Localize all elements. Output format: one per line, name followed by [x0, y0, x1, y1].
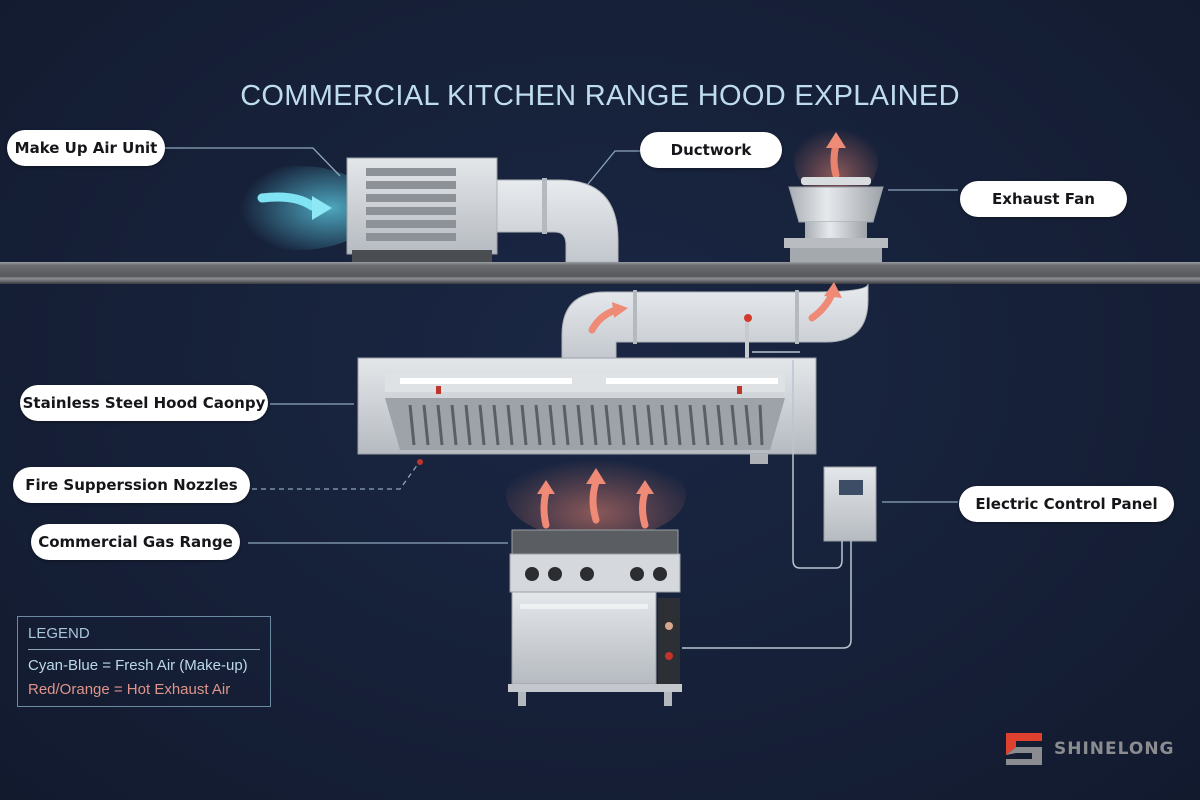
label-exhaust-fan: Exhaust Fan: [960, 181, 1127, 217]
legend-title: LEGEND: [28, 625, 90, 642]
control-panel-graphic: [682, 351, 877, 649]
label-fire-suppression: Fire Supperssion Nozzles: [13, 467, 250, 503]
gas-range-graphic: [508, 529, 682, 706]
brand-name: SHINELONG: [1054, 739, 1175, 759]
label-gas-range: Commercial Gas Range: [31, 524, 240, 560]
roof-line: [0, 262, 1200, 284]
hot-exhaust-flow: [506, 450, 686, 540]
brand-logo: SHINELONG: [1006, 733, 1175, 765]
upper-ductwork-graphic: [496, 178, 619, 263]
legend-item-hot-exhaust: Red/Orange = Hot Exhaust Air: [28, 681, 231, 698]
legend-divider: [28, 649, 260, 650]
hood-canopy-graphic: [357, 357, 817, 465]
make-up-air-unit-graphic: [346, 157, 498, 262]
fresh-air-flow: [225, 166, 375, 250]
label-control-panel: Electric Control Panel: [959, 486, 1174, 522]
leader-lines: [165, 147, 958, 544]
lower-ductwork-graphic: [561, 282, 869, 361]
label-make-up-air-unit: Make Up Air Unit: [7, 130, 165, 166]
label-ductwork: Ductwork: [640, 132, 782, 168]
page-title: COMMERCIAL KITCHEN RANGE HOOD EXPLAINED: [240, 80, 960, 112]
legend-item-fresh-air: Cyan-Blue = Fresh Air (Make-up): [28, 657, 248, 674]
shinelong-logo-icon: [1006, 733, 1042, 765]
legend-box: LEGEND Cyan-Blue = Fresh Air (Make-up) R…: [17, 616, 271, 707]
label-hood-canopy: Stainless Steel Hood Caonpy: [20, 385, 268, 421]
exhaust-fan-graphic: [784, 120, 888, 262]
